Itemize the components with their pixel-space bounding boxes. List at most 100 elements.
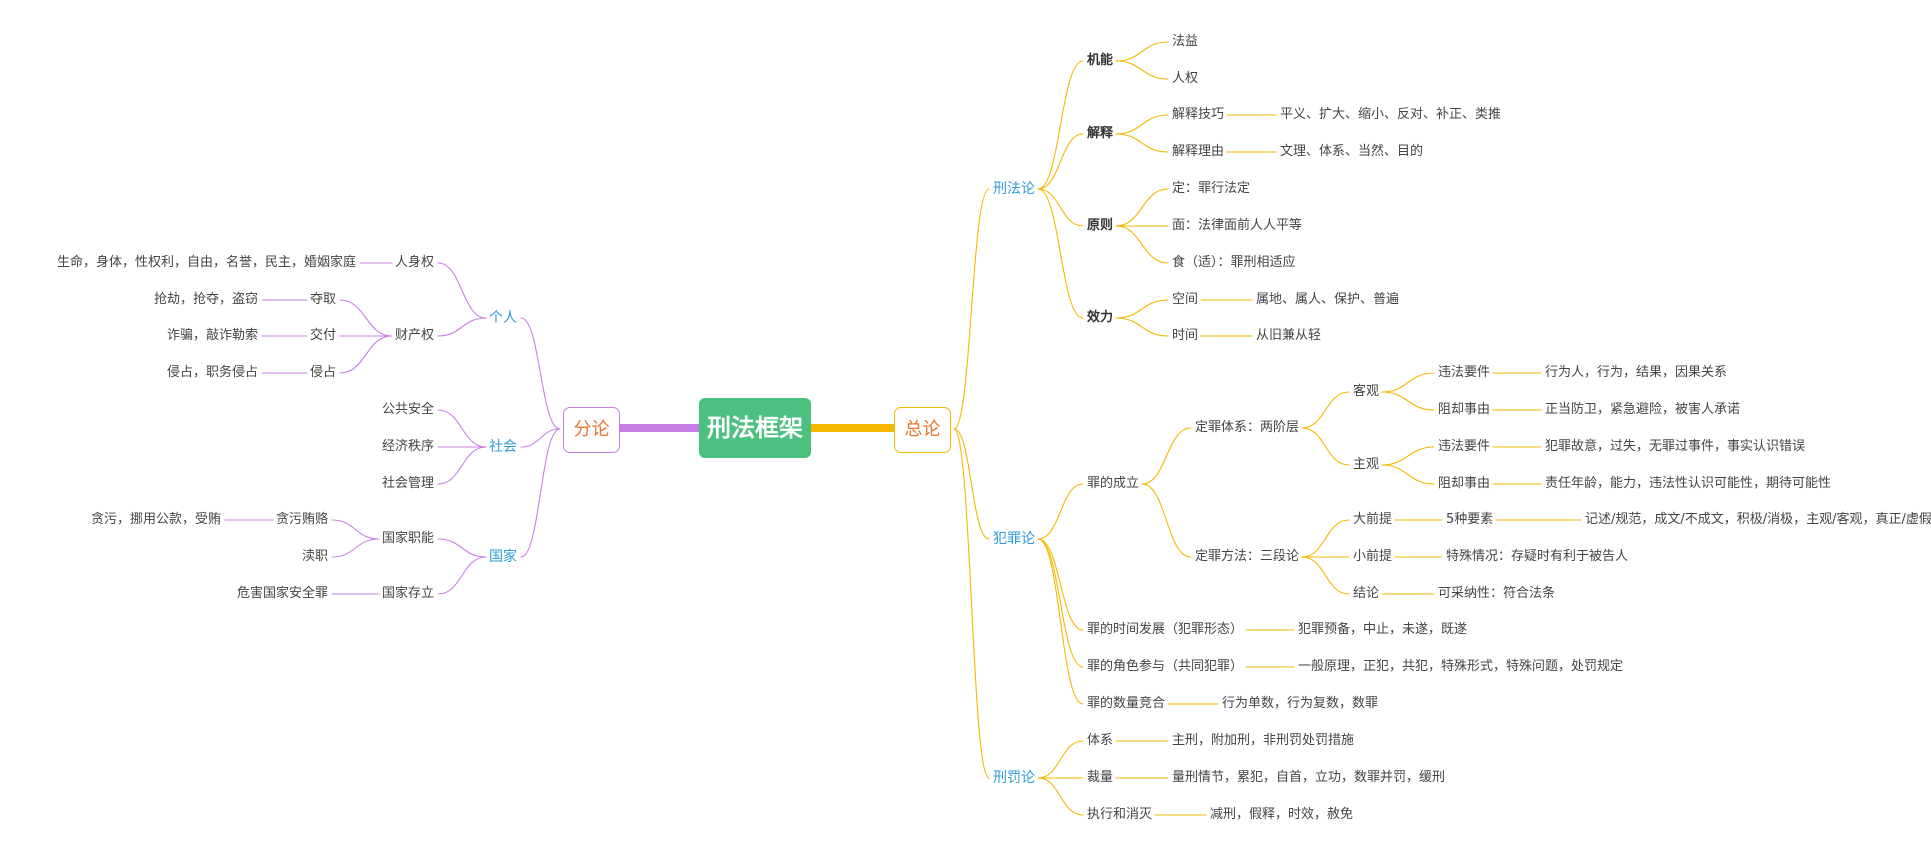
node-n40[interactable]: 犯罪预备，中止，未遂，既遂 — [1298, 622, 1468, 637]
node-m9[interactable]: 财产权 — [395, 328, 435, 343]
link-n50 — [1037, 777, 1084, 816]
node-n35[interactable]: 小前提 — [1353, 549, 1393, 564]
link-m8 — [339, 335, 393, 374]
node-m1[interactable]: 生命，身体，性权利，自由，名誉，民主，婚姻家庭 — [57, 255, 357, 270]
node-n43[interactable]: 罪的数量竞合 — [1087, 696, 1166, 711]
node-m14[interactable]: 社会 — [489, 439, 517, 455]
node-n52[interactable]: 刑罚论 — [993, 770, 1035, 786]
node-m11[interactable]: 公共安全 — [382, 402, 435, 417]
node-m5[interactable]: 诈骗，敲诈勒索 — [167, 328, 259, 343]
node-n17[interactable]: 从旧兼从轻 — [1256, 328, 1322, 343]
node-m8[interactable]: 侵占 — [310, 365, 337, 380]
node-m17[interactable]: 渎职 — [302, 549, 329, 564]
link-n1 — [1037, 60, 1084, 190]
node-n48[interactable]: 裁量 — [1087, 770, 1114, 785]
node-m3[interactable]: 抢劫，抢夺，盗窃 — [154, 292, 259, 307]
node-n33[interactable]: 5种要素 — [1446, 512, 1494, 527]
node-n51[interactable]: 减刑，假释，时效，赦免 — [1210, 807, 1354, 822]
node-n23[interactable]: 行为人，行为，结果，因果关系 — [1545, 365, 1728, 380]
node-n44[interactable]: 行为单数，行为复数，数罪 — [1222, 696, 1379, 711]
node-n16[interactable]: 时间 — [1172, 328, 1199, 343]
node-n6[interactable]: 平义、扩大、缩小、反对、补正、类推 — [1280, 107, 1502, 122]
node-n8[interactable]: 文理、体系、当然、目的 — [1280, 144, 1424, 159]
node-n47[interactable]: 主刑，附加刑，非刑罚处罚措施 — [1172, 733, 1355, 748]
node-n20[interactable]: 定罪体系：两阶层 — [1195, 420, 1300, 435]
node-n46[interactable]: 体系 — [1087, 733, 1114, 748]
root-connector-left — [618, 424, 701, 432]
node-m12[interactable]: 经济秩序 — [382, 439, 435, 454]
node-n18[interactable]: 刑法论 — [993, 181, 1035, 197]
link-n39 — [1037, 538, 1084, 631]
node-m15[interactable]: 贪污，挪用公款，受贿 — [91, 512, 222, 527]
link-n20 — [1141, 427, 1192, 485]
node-n1[interactable]: 机能 — [1087, 53, 1114, 68]
node-n41[interactable]: 罪的角色参与（共同犯罪） — [1087, 659, 1244, 674]
link-n13 — [1037, 188, 1084, 319]
node-n49[interactable]: 量刑情节，累犯，自首，立功，数罪并罚，缓刑 — [1172, 770, 1446, 785]
node-n28[interactable]: 犯罪故意，过失，无罪过事件，事实认识错误 — [1545, 439, 1806, 454]
node-n3[interactable]: 人权 — [1172, 71, 1199, 86]
node-n12[interactable]: 食（适）：罪刑相适应 — [1172, 255, 1296, 270]
node-m13[interactable]: 社会管理 — [382, 476, 435, 491]
node-n9[interactable]: 原则 — [1087, 218, 1114, 233]
node-n37[interactable]: 结论 — [1353, 586, 1380, 601]
root-node[interactable]: 刑法框架 — [699, 398, 811, 458]
root-connector-right — [811, 424, 895, 432]
link-n21 — [1301, 391, 1350, 429]
main-node-fenlun[interactable]: 分论 — [563, 407, 620, 453]
link-m11 — [437, 409, 487, 448]
link-n5 — [1115, 114, 1169, 135]
node-n19[interactable]: 罪的成立 — [1087, 476, 1140, 491]
link-n16 — [1115, 317, 1169, 337]
node-n36[interactable]: 特殊情况：存疑时有利于被告人 — [1446, 549, 1629, 564]
node-n42[interactable]: 一般原理，正犯，共犯，特殊形式，特殊问题，处罚规定 — [1298, 659, 1624, 674]
node-n22[interactable]: 违法要件 — [1438, 365, 1491, 380]
main-node-zonglun[interactable]: 总论 — [894, 407, 951, 453]
node-n15[interactable]: 属地、属人、保护、普遍 — [1256, 292, 1400, 307]
node-n14[interactable]: 空间 — [1172, 292, 1199, 307]
node-m4[interactable]: 夺取 — [310, 292, 337, 307]
node-n39[interactable]: 罪的时间发展（犯罪形态） — [1087, 622, 1244, 637]
node-n31[interactable]: 定罪方法：三段论 — [1195, 549, 1300, 564]
link-n10 — [1115, 188, 1169, 227]
node-n26[interactable]: 主观 — [1353, 457, 1380, 472]
link-n4 — [1037, 133, 1084, 190]
node-n34[interactable]: 记述/规范，成文/不成文，积极/消极，主观/客观，真正/虚假 — [1585, 512, 1931, 527]
node-m7[interactable]: 侵占，职务侵占 — [167, 365, 259, 380]
node-n32[interactable]: 大前提 — [1353, 512, 1393, 527]
node-n21[interactable]: 客观 — [1353, 384, 1380, 399]
node-n27[interactable]: 违法要件 — [1438, 439, 1491, 454]
node-n38[interactable]: 可采纳性：符合法条 — [1438, 586, 1556, 601]
node-n25[interactable]: 正当防卫，紧急避险，被害人承诺 — [1545, 402, 1741, 417]
node-m16[interactable]: 贪污贿赂 — [276, 512, 329, 527]
link-n52 — [953, 428, 990, 779]
node-n24[interactable]: 阻却事由 — [1438, 402, 1491, 417]
node-m6[interactable]: 交付 — [310, 328, 337, 343]
node-m21[interactable]: 国家 — [489, 549, 517, 565]
node-m2[interactable]: 人身权 — [395, 255, 435, 270]
node-n11[interactable]: 面：法律面前人人平等 — [1172, 218, 1303, 233]
node-n50[interactable]: 执行和消灭 — [1087, 807, 1153, 822]
node-n2[interactable]: 法益 — [1172, 34, 1199, 49]
link-n29 — [1381, 464, 1435, 485]
node-n5[interactable]: 解释技巧 — [1172, 107, 1225, 122]
link-n45 — [953, 428, 990, 540]
node-n30[interactable]: 责任年龄，能力，违法性认识可能性，期待可能性 — [1545, 476, 1832, 491]
node-m10[interactable]: 个人 — [489, 310, 517, 326]
node-n29[interactable]: 阻却事由 — [1438, 476, 1491, 491]
link-m17 — [331, 538, 380, 558]
node-n10[interactable]: 定：罪行法定 — [1172, 181, 1251, 196]
link-n43 — [1037, 538, 1084, 705]
node-n7[interactable]: 解释理由 — [1172, 144, 1225, 159]
link-m20 — [437, 556, 487, 595]
node-n45[interactable]: 犯罪论 — [993, 531, 1035, 547]
node-n4[interactable]: 解释 — [1087, 126, 1114, 141]
node-m20[interactable]: 国家存立 — [382, 586, 435, 601]
link-n9 — [1037, 188, 1084, 227]
link-n14 — [1115, 299, 1169, 319]
link-n3 — [1115, 60, 1169, 80]
node-m18[interactable]: 国家职能 — [382, 531, 435, 546]
node-m19[interactable]: 危害国家安全罪 — [237, 586, 329, 601]
node-n13[interactable]: 效力 — [1087, 310, 1114, 325]
link-n26 — [1301, 427, 1350, 466]
